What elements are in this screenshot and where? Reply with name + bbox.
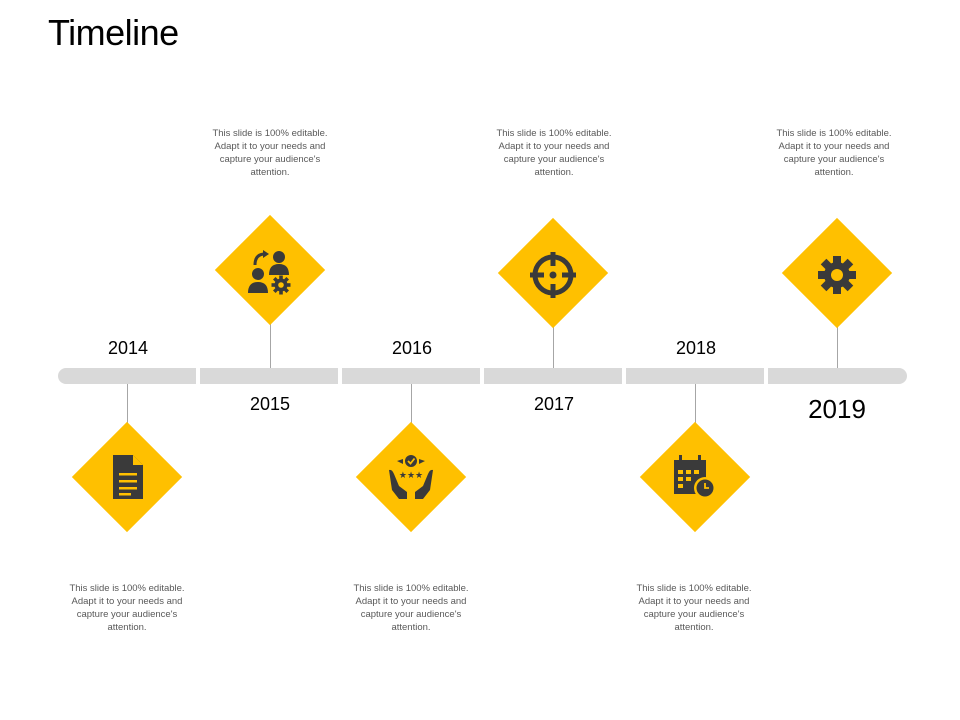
calendar-clock-icon <box>674 455 716 499</box>
svg-text:★★★: ★★★ <box>399 471 423 481</box>
year-label-2016: 2016 <box>391 338 433 358</box>
connector-line <box>553 322 554 368</box>
year-label-2019: 2019 <box>808 394 866 424</box>
timeline-segment <box>484 368 622 384</box>
milestone-description-2017: This slide is 100% editable. Adapt it to… <box>496 128 612 178</box>
people-gear-icon <box>248 250 291 295</box>
timeline-segment <box>626 368 764 384</box>
milestone-description-2016: This slide is 100% editable. Adapt it to… <box>353 583 469 633</box>
document-icon <box>113 455 143 499</box>
connector-line <box>127 384 128 424</box>
year-label-2015: 2015 <box>249 394 291 414</box>
milestone-description-2019: This slide is 100% editable. Adapt it to… <box>776 128 892 178</box>
year-label-2017: 2017 <box>533 394 575 414</box>
timeline-segment <box>58 368 196 384</box>
milestone-description-2014: This slide is 100% editable. Adapt it to… <box>69 583 185 633</box>
page-title: Timeline <box>48 12 179 53</box>
connector-line <box>411 384 412 424</box>
gear-icon <box>818 256 856 294</box>
hands-stars-icon: ★★★ <box>389 455 433 499</box>
connector-line <box>837 322 838 368</box>
year-label-2018: 2018 <box>675 338 717 358</box>
timeline-segment <box>200 368 338 384</box>
year-label-2014: 2014 <box>107 338 149 358</box>
timeline-segment <box>768 368 907 384</box>
timeline-segment <box>342 368 480 384</box>
connector-line <box>695 384 696 424</box>
milestone-description-2018: This slide is 100% editable. Adapt it to… <box>636 583 752 633</box>
connector-line <box>270 322 271 368</box>
milestone-description-2015: This slide is 100% editable. Adapt it to… <box>212 128 328 178</box>
target-icon <box>530 252 576 298</box>
